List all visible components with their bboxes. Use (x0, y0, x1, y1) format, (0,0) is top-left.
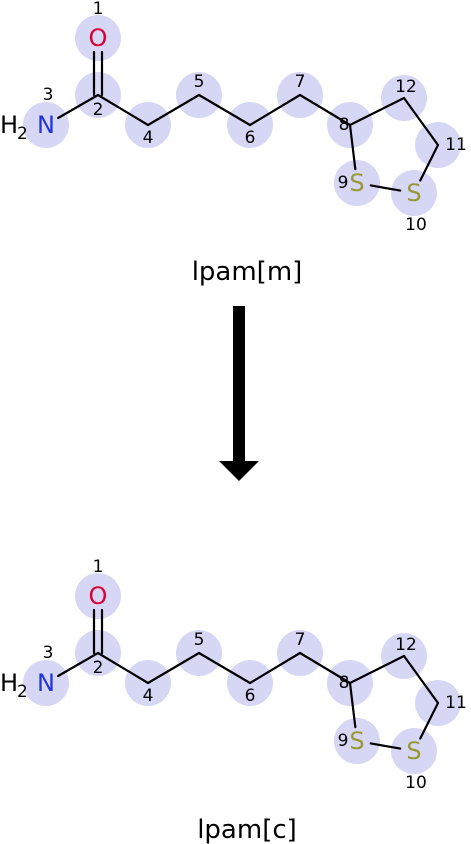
bond-5-6 (197, 93, 252, 127)
bond-2-3 (57, 93, 100, 120)
atom-symbol-3: N (37, 111, 55, 139)
atom-number-7: 7 (295, 72, 306, 92)
bond-8-9 (348, 123, 357, 171)
bond-12-8 (348, 96, 406, 127)
atom-highlight-10 (391, 170, 437, 216)
bond-12-8 (348, 654, 406, 685)
bond-11-12 (402, 654, 440, 705)
atom-number-5: 5 (194, 630, 205, 650)
atom-number-8: 8 (339, 673, 350, 693)
atom-symbol-9: S (349, 169, 364, 197)
atom-symbol-1: O (89, 24, 108, 52)
atom-number-11: 11 (445, 135, 467, 155)
bond-2-4 (96, 651, 150, 685)
atom-hydrogen-count-3: 2 (17, 124, 28, 144)
bond-2-4 (96, 93, 150, 127)
bond-6-7 (248, 651, 302, 685)
atom-number-7: 7 (295, 630, 306, 650)
atom-highlight-3 (23, 102, 69, 148)
bond-6-7 (248, 93, 302, 127)
atom-highlight-3 (23, 660, 69, 706)
atom-symbol-1: O (89, 582, 108, 610)
bond-5-6 (197, 651, 252, 685)
atom-number-6: 6 (245, 128, 256, 148)
atom-hydrogen-3: H (0, 669, 18, 697)
atom-number-9: 9 (338, 173, 349, 193)
atom-highlight-9 (334, 718, 380, 764)
atom-number-11: 11 (445, 693, 467, 713)
bond-7-8 (298, 93, 352, 127)
atom-symbol-10: S (406, 737, 421, 765)
atom-hydrogen-3: H (0, 111, 18, 139)
atom-number-8: 8 (339, 115, 350, 135)
atom-symbol-3: N (37, 669, 55, 697)
atom-hydrogen-count-3: 2 (17, 682, 28, 702)
arrow-shaft (233, 306, 245, 464)
bond-9-10 (369, 184, 402, 192)
atom-number-12: 12 (395, 77, 417, 97)
bond-8-9 (348, 681, 357, 729)
atom-number-10: 10 (405, 215, 427, 235)
arrow-head (219, 461, 259, 481)
atom-number-2: 2 (93, 658, 104, 678)
atom-number-5: 5 (194, 72, 205, 92)
atom-number-6: 6 (245, 686, 256, 706)
atom-number-12: 12 (395, 635, 417, 655)
bond-4-5 (146, 651, 201, 685)
atom-number-3: 3 (43, 643, 54, 663)
atom-highlight-9 (334, 160, 380, 206)
atom-number-9: 9 (338, 731, 349, 751)
bond-11-12 (402, 96, 440, 147)
atom-highlight-1 (75, 15, 121, 61)
bond-9-10 (369, 742, 402, 750)
atom-number-1: 1 (93, 557, 104, 577)
atom-highlight-1 (75, 573, 121, 619)
atom-number-4: 4 (143, 686, 154, 706)
atom-number-2: 2 (93, 100, 104, 120)
bond-2-3 (57, 651, 100, 678)
reaction-arrow (219, 306, 259, 481)
atom-symbol-9: S (349, 727, 364, 755)
bond-10-11 (419, 143, 440, 182)
bond-10-11 (419, 701, 440, 740)
atom-number-4: 4 (143, 128, 154, 148)
atom-number-10: 10 (405, 773, 427, 793)
bond-4-5 (146, 93, 201, 127)
atom-symbol-10: S (406, 179, 421, 207)
atom-number-1: 1 (93, 0, 104, 19)
reactant-label: lpam[m] (192, 257, 303, 287)
bond-7-8 (298, 651, 352, 685)
atom-number-3: 3 (43, 85, 54, 105)
atom-highlight-10 (391, 728, 437, 774)
product-label: lpam[c] (197, 815, 297, 844)
